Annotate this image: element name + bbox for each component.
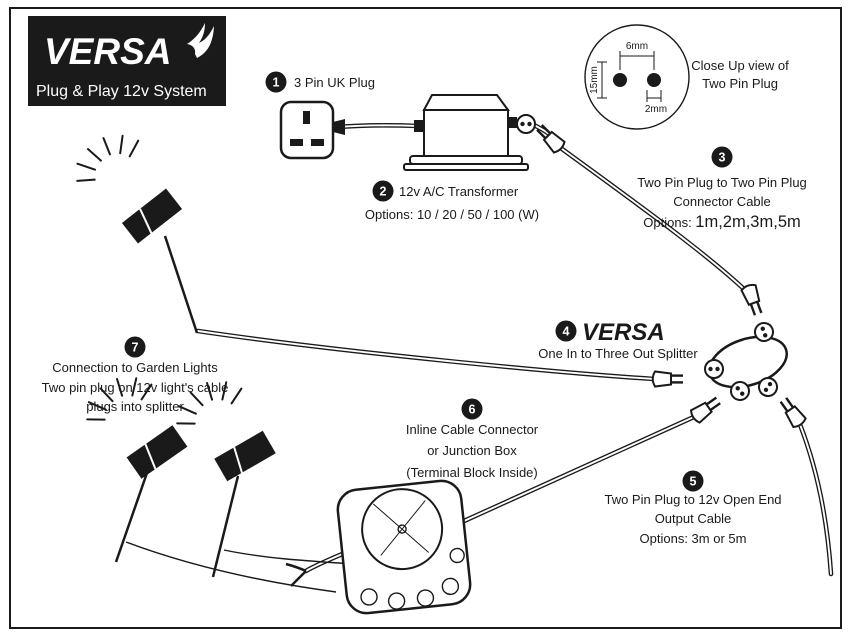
step1-number: 1	[273, 76, 280, 90]
step7-number: 7	[132, 341, 139, 355]
step3-options-label: Options:	[643, 215, 695, 230]
brand-title: VERSA	[44, 31, 171, 72]
step7-badge	[124, 336, 146, 358]
garden-light-b2	[166, 368, 277, 578]
garden-light-b1	[76, 364, 189, 563]
step2-title: 12v A/C Transformer	[399, 184, 519, 199]
closeup-caption-2: Two Pin Plug	[702, 76, 778, 91]
step6-line3: (Terminal Block Inside)	[406, 465, 538, 480]
light-head-icon	[213, 429, 277, 483]
junction-box-illustration	[336, 479, 472, 615]
step5-line2: Output Cable	[655, 511, 732, 526]
step4-number: 4	[563, 325, 570, 339]
splitter-out-socket-1	[704, 359, 724, 379]
bare-wire-fork	[285, 562, 307, 587]
step7-line1: Connection to Garden Lights	[52, 360, 218, 375]
light-head-icon	[120, 187, 184, 245]
open-end-output-cable	[796, 419, 834, 577]
neutral-pin	[311, 139, 324, 146]
step2-number: 2	[380, 185, 387, 199]
step5-badge	[682, 470, 704, 492]
step-badges: 1 2 3 4 5 6 7	[124, 71, 733, 492]
live-pin	[290, 139, 303, 146]
step2-badge	[372, 180, 394, 202]
uk-plug-illustration	[279, 100, 345, 160]
step4-badge	[555, 320, 577, 342]
output-cable-plug-icon	[776, 394, 809, 430]
step-labels: 3 Pin UK Plug 12v A/C Transformer Option…	[42, 75, 807, 546]
garden-light-a	[64, 121, 199, 334]
step7-line2: Two pin plug on 12v light's cable	[42, 380, 229, 395]
strain-relief	[333, 119, 345, 135]
step4-line: One In to Three Out Splitter	[538, 346, 698, 361]
step6-number: 6	[469, 403, 476, 417]
step3-options-sizes: 1m,2m,3m,5m	[695, 213, 800, 231]
light-pole	[163, 235, 199, 334]
swan-logo-icon	[187, 23, 214, 58]
connector-cable-plug-b-icon	[739, 281, 767, 318]
dim-width-label: 6mm	[626, 41, 648, 52]
step3-options: Options: 1m,2m,3m,5m	[643, 213, 800, 231]
junction-cable-plug-icon	[688, 393, 724, 426]
splitter-illustration	[704, 319, 788, 405]
transformer-illustration	[403, 94, 536, 171]
light-cable-plug-icon	[651, 370, 685, 388]
step4-brand: VERSA	[582, 319, 665, 346]
step7-line3: plugs into splitter	[86, 399, 184, 414]
step3-number: 3	[719, 151, 726, 165]
step6-line1: Inline Cable Connector	[406, 422, 539, 437]
dim-height-label: 15mm	[589, 66, 600, 94]
transformer-output-stub	[508, 117, 517, 128]
light-head-icon	[125, 424, 189, 480]
brand-subtitle: Plug & Play 12v System	[36, 83, 207, 100]
closeup-caption-1: Close Up view of	[691, 58, 789, 73]
step5-line1: Two Pin Plug to 12v Open End	[604, 492, 781, 507]
step5-number: 5	[690, 475, 697, 489]
transformer-input	[414, 120, 424, 132]
light-pole	[211, 475, 240, 578]
step2-options: Options: 10 / 20 / 50 / 100 (W)	[365, 207, 539, 222]
dim-pin-label: 2mm	[645, 104, 667, 115]
page-border	[9, 7, 842, 629]
pin-left	[613, 73, 627, 87]
brand-panel: VERSA Plug & Play 12v System	[28, 16, 226, 106]
step6-badge	[461, 398, 483, 420]
cables	[125, 121, 834, 593]
step1-badge	[265, 71, 287, 93]
light-pole	[114, 469, 150, 563]
pin-right	[647, 73, 661, 87]
earth-pin	[303, 111, 310, 124]
step3-line2: Connector Cable	[673, 194, 771, 209]
light-rays-icon	[64, 121, 144, 191]
step5-line3: Options: 3m or 5m	[640, 531, 747, 546]
light-cable-1	[125, 541, 337, 593]
step3-badge	[711, 146, 733, 168]
transformer-output-socket	[516, 114, 536, 134]
step6-line2: or Junction Box	[427, 443, 517, 458]
step1-label: 3 Pin UK Plug	[294, 75, 375, 90]
closeup-diagram: 6mm 15mm 2mm	[584, 24, 690, 130]
light-cable-2	[223, 549, 355, 565]
step3-line1: Two Pin Plug to Two Pin Plug	[637, 175, 807, 190]
